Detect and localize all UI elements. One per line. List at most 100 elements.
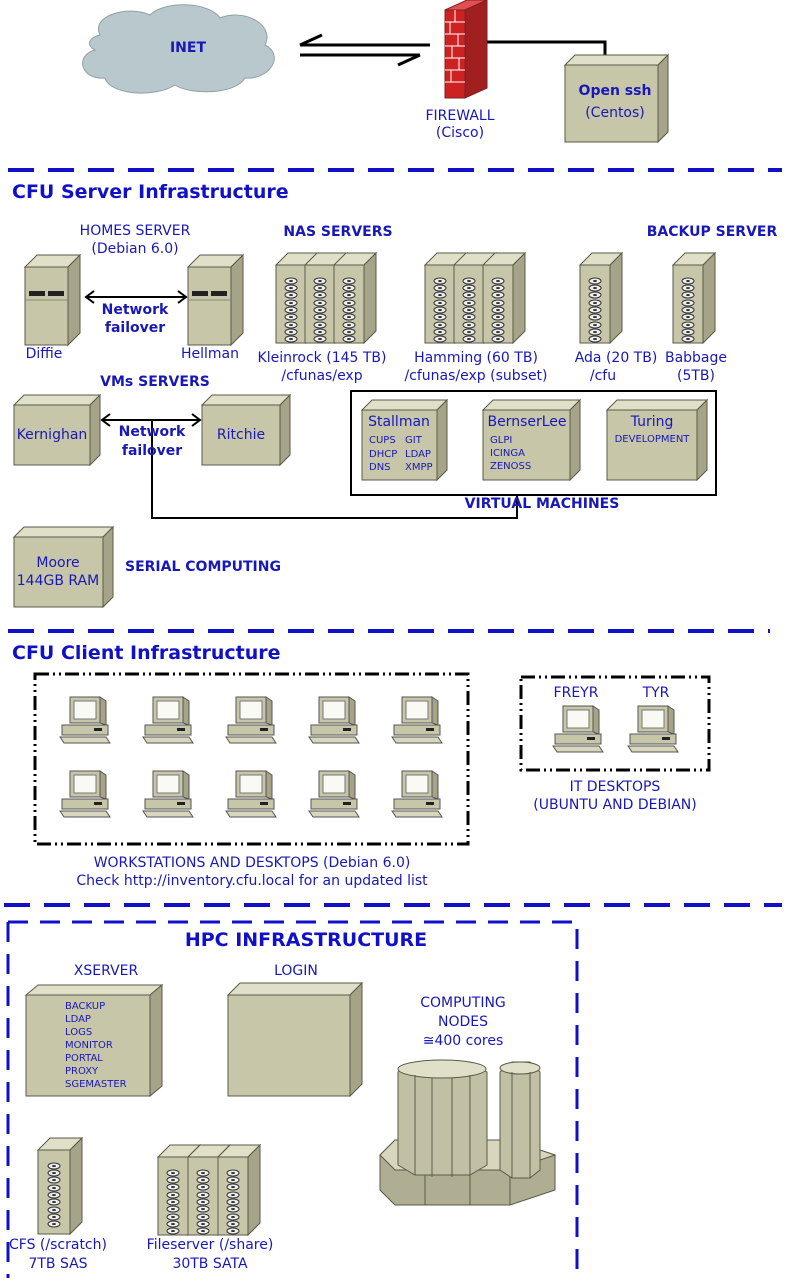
hamming-nas <box>425 253 525 343</box>
turing-vm: Turing DEVELOPMENT <box>605 398 709 482</box>
backup-title: BACKUP SERVER <box>647 224 778 240</box>
freyr-label: FREYR <box>554 685 599 701</box>
ritchie-server: Ritchie <box>200 393 292 467</box>
stallman-label: Stallman <box>368 414 430 430</box>
ada-path: /cfu <box>590 368 616 384</box>
service-tag: XMPP <box>405 462 433 473</box>
tyr-label: TYR <box>642 685 670 701</box>
service-tag: BACKUP <box>65 1001 105 1012</box>
login-box <box>226 981 364 1098</box>
kleinrock-label: Kleinrock (145 TB) <box>258 350 387 366</box>
freyr-desktop <box>552 705 604 753</box>
workstations-label: WORKSTATIONS AND DESKTOPS (Debian 6.0) <box>94 855 411 871</box>
hpc-frame <box>8 920 579 1278</box>
vms-title: VMs SERVERS <box>100 374 210 390</box>
babbage-size: (5TB) <box>677 368 715 384</box>
server-section-title: CFU Server Infrastructure <box>12 181 289 203</box>
homes-title: HOMES SERVER <box>80 223 191 239</box>
service-tag: DHCP <box>369 449 397 460</box>
hpc-section-title: HPC INFRASTRUCTURE <box>185 929 427 951</box>
ritchie-label: Ritchie <box>217 427 265 443</box>
service-tag: ICINGA <box>490 448 525 459</box>
firewall-icon: FIREWALL (Cisco) <box>425 0 495 141</box>
cfs-storage <box>36 1136 84 1236</box>
failover-label: Network <box>119 424 186 440</box>
it-desktops-frame <box>519 675 711 772</box>
virtual-machines-label: VIRTUAL MACHINES <box>465 496 620 512</box>
moore-label: Moore <box>36 555 79 571</box>
turing-label: Turing <box>630 414 674 430</box>
it-desktops-label: IT DESKTOPS <box>570 779 661 795</box>
kleinrock-path: /cfunas/exp <box>281 368 362 384</box>
cfs-label: CFS (/scratch) <box>9 1237 107 1253</box>
ada-label: Ada (20 TB) <box>575 350 658 366</box>
service-tag: PORTAL <box>65 1053 103 1064</box>
tyr-desktop <box>627 705 679 753</box>
openssh-server: Open ssh (Centos) <box>563 53 670 144</box>
service-tag: LOGS <box>65 1027 92 1038</box>
service-tag: DEVELOPMENT <box>615 434 691 445</box>
diffie-server <box>24 254 81 346</box>
workstations-note: Check http://inventory.cfu.local for an … <box>76 873 428 889</box>
service-tag: DNS <box>369 462 391 473</box>
failover-label: failover <box>122 443 182 459</box>
service-tag: GLPI <box>490 435 512 446</box>
bernserlee-vm: BernserLee GLPI ICINGA ZENOSS <box>481 398 582 482</box>
link-arrows <box>299 33 430 67</box>
inet-cloud: INET <box>82 4 275 94</box>
babbage-label: Babbage <box>665 350 727 366</box>
client-section-title: CFU Client Infrastructure <box>12 642 281 664</box>
kleinrock-nas <box>276 253 376 343</box>
failover-arrow-homes <box>84 290 188 304</box>
ada-nas <box>580 253 622 343</box>
cluster-icon <box>379 1059 557 1206</box>
xserver-box: BACKUP LDAP LOGS MONITOR PORTAL PROXY SG… <box>24 983 164 1098</box>
kernighan-label: Kernighan <box>17 427 88 443</box>
xserver-label: XSERVER <box>74 963 139 979</box>
hamming-path: /cfunas/exp (subset) <box>404 368 547 384</box>
virtual-machines-frame <box>350 390 717 496</box>
computing-nodes-cores: ≅400 cores <box>423 1033 504 1049</box>
service-tag: LDAP <box>65 1014 91 1025</box>
moore-ram: 144GB RAM <box>17 573 99 589</box>
service-tag: ZENOSS <box>490 461 531 472</box>
computing-nodes-label: COMPUTING <box>420 995 506 1011</box>
fileserver-size: 30TB SATA <box>172 1256 248 1272</box>
hellman-server <box>187 254 244 346</box>
stallman-vm: Stallman CUPS GIT DHCP LDAP DNS XMPP <box>360 398 449 482</box>
service-tag: MONITOR <box>65 1040 113 1051</box>
kernighan-server: Kernighan <box>12 393 102 467</box>
failover-label: Network <box>102 302 169 318</box>
serial-computing-label: SERIAL COMPUTING <box>125 559 281 575</box>
firewall-label: FIREWALL <box>425 108 494 124</box>
homes-os: (Debian 6.0) <box>91 241 178 257</box>
it-desktops-os: (UBUNTU AND DEBIAN) <box>533 797 696 813</box>
service-tag: LDAP <box>405 449 431 460</box>
hamming-label: Hamming (60 TB) <box>414 350 538 366</box>
diffie-label: Diffie <box>26 346 63 362</box>
failover-arrow-vms <box>100 413 518 519</box>
ssh-link <box>487 40 607 58</box>
service-tag: PROXY <box>65 1066 99 1077</box>
fileserver-nas <box>158 1145 260 1235</box>
service-tag: CUPS <box>369 435 396 446</box>
firewall-vendor: (Cisco) <box>436 125 484 141</box>
fileserver-label: Fileserver (/share) <box>147 1237 274 1253</box>
workstation-grid <box>59 696 443 818</box>
service-tag: GIT <box>405 435 423 446</box>
babbage-nas <box>673 253 715 343</box>
hellman-label: Hellman <box>181 346 239 362</box>
inet-label: INET <box>170 40 206 56</box>
service-tag: SGEMASTER <box>65 1079 127 1090</box>
failover-label: failover <box>105 320 165 336</box>
bernserlee-label: BernserLee <box>487 414 566 430</box>
cfs-size: 7TB SAS <box>28 1256 87 1272</box>
nas-title: NAS SERVERS <box>283 224 392 240</box>
workstations-frame <box>33 672 470 846</box>
openssh-label: Open ssh <box>579 83 652 99</box>
login-label: LOGIN <box>274 963 318 979</box>
computing-nodes-label: NODES <box>438 1014 488 1030</box>
openssh-os: (Centos) <box>585 105 645 121</box>
moore-server: Moore 144GB RAM <box>12 525 115 609</box>
